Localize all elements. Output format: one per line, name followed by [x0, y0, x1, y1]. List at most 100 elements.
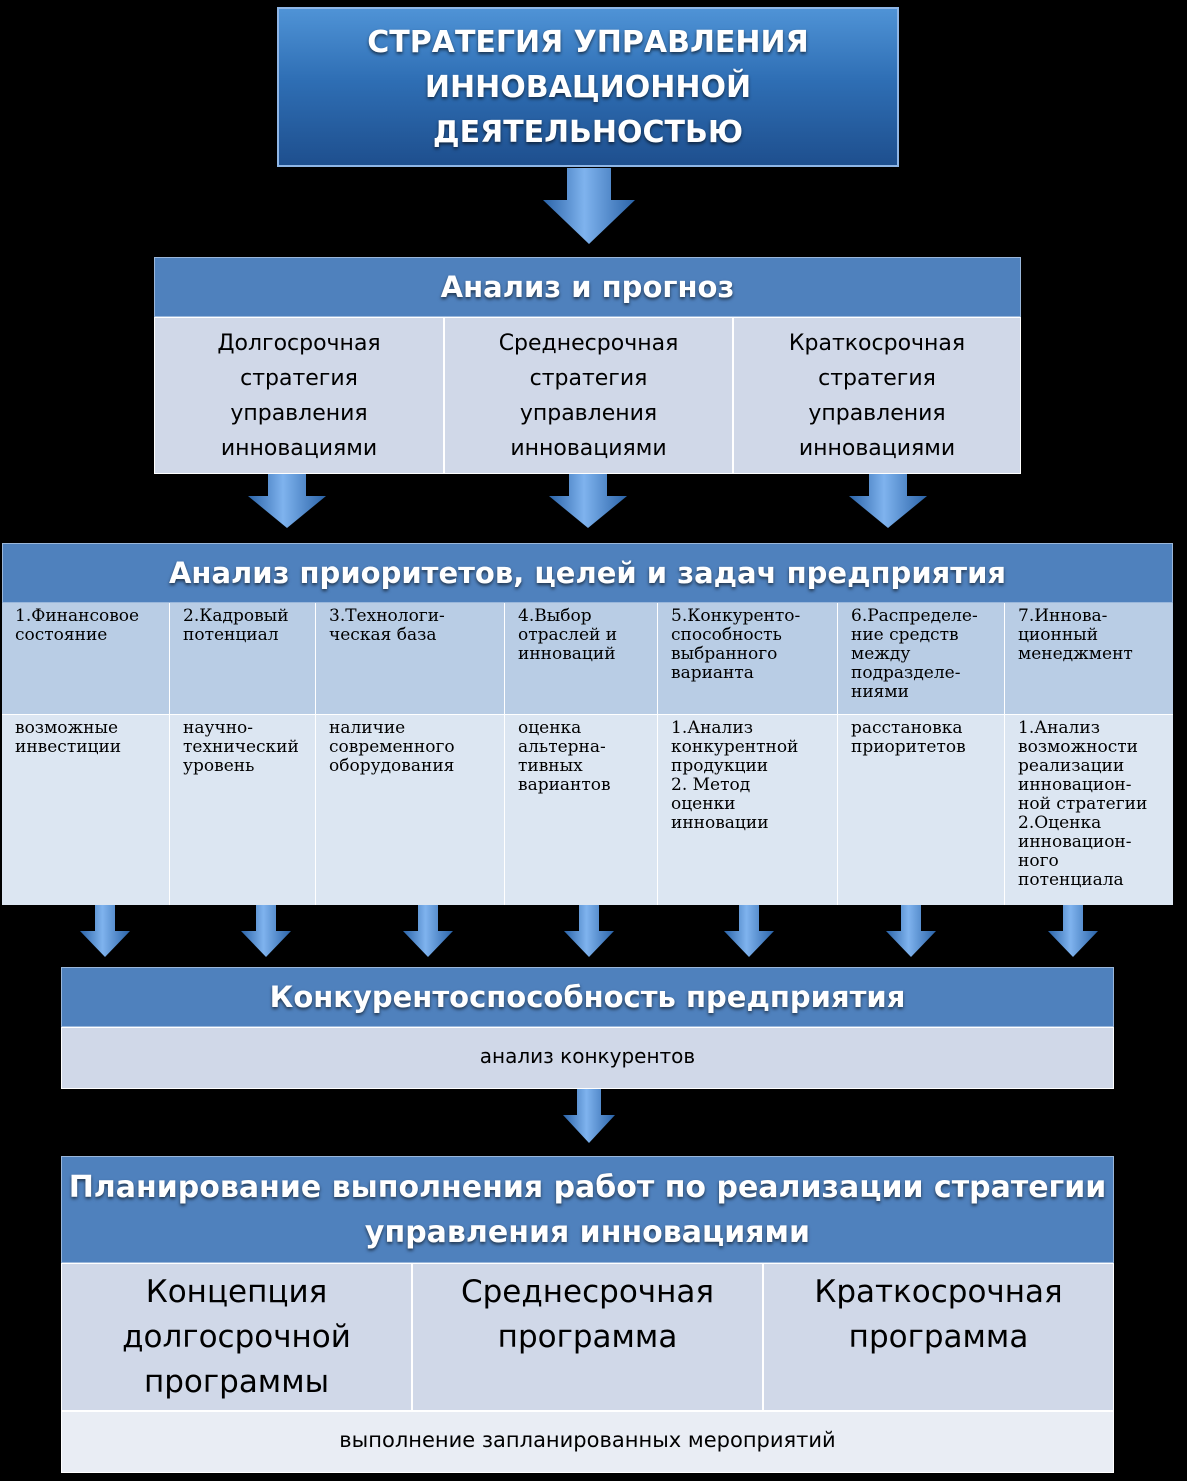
analysis-col-short-line: Краткосрочная	[788, 330, 966, 356]
strategy-title-line-2: ИННОВАЦИОННОЙ	[424, 69, 752, 105]
planning-col-long: Концепция долгосрочной программы	[61, 1263, 412, 1411]
priority-body-text: инновацион-	[1018, 775, 1132, 795]
analysis-col-mid-line: стратегия	[529, 365, 648, 391]
priority-body-7: 1.Анализ возможности реализации инноваци…	[1005, 715, 1173, 905]
priority-body-text: оценки	[671, 794, 736, 814]
priority-head-text: инноваций	[518, 644, 616, 664]
priority-body-text: научно-	[183, 718, 254, 738]
planning-col-short: Краткосрочная программа	[763, 1263, 1114, 1411]
priority-body-text: ного	[1018, 851, 1059, 871]
competitiveness-block: Конкурентоспособность предприятия анализ…	[61, 967, 1114, 1089]
planning-col-mid-line: Среднесрочная	[460, 1274, 715, 1310]
priority-body-text: возможности	[1018, 737, 1138, 757]
priority-body-text: оборудования	[329, 756, 455, 776]
priority-body-text: оценка	[518, 718, 582, 738]
planning-col-long-line: программы	[143, 1364, 330, 1400]
priority-body-text: реализации	[1018, 756, 1125, 776]
priorities-head-row: 1.Финансовое состояние 2.Кадровый потенц…	[2, 603, 1173, 715]
planning-col-mid-line: программа	[497, 1319, 678, 1355]
priority-head-text: менеджмент	[1018, 644, 1133, 664]
priority-head-text: 7.Иннова-	[1018, 606, 1108, 626]
priority-body-text: наличие	[329, 718, 406, 738]
analysis-col-long: Долгосрочная стратегия управления иннова…	[154, 317, 444, 474]
priority-body-text: возможные	[15, 718, 119, 738]
down-arrow-icon	[241, 905, 291, 957]
priority-head-6: 6.Распределе- ние средств между подразде…	[838, 603, 1005, 714]
priority-body-2: научно- технический уровень	[170, 715, 316, 905]
down-arrow-icon	[80, 905, 130, 957]
strategy-title-line-3: ДЕЯТЕЛЬНОСТЬЮ	[432, 114, 744, 150]
priority-head-text: состояние	[15, 625, 108, 645]
analysis-col-long-line: инновациями	[220, 435, 378, 461]
priority-body-text: ной стратегии	[1018, 794, 1148, 814]
analysis-col-short: Краткосрочная стратегия управления иннов…	[733, 317, 1021, 474]
priority-head-text: варианта	[671, 663, 754, 683]
priority-head-text: ционный	[1018, 625, 1099, 645]
priority-body-text: приоритетов	[851, 737, 966, 757]
analysis-col-mid: Среднесрочная стратегия управления иннов…	[444, 317, 733, 474]
priority-head-text: 5.Конкуренто-	[671, 606, 801, 626]
priority-head-text: потенциал	[183, 625, 279, 645]
priority-head-text: подразделе-	[851, 663, 961, 683]
priority-body-text: альтерна-	[518, 737, 606, 757]
analysis-col-short-line: стратегия	[818, 365, 936, 391]
priorities-header: Анализ приоритетов, целей и задач предпр…	[2, 543, 1173, 603]
planning-col-long-line: долгосрочной	[122, 1319, 351, 1355]
priority-body-text: потенциала	[1018, 870, 1124, 890]
analysis-col-mid-line: Среднесрочная	[498, 330, 679, 356]
priority-body-5: 1.Анализ конкурентной продукции 2. Метод…	[658, 715, 838, 905]
competitiveness-header: Конкурентоспособность предприятия	[61, 967, 1114, 1027]
down-arrow-icon	[886, 905, 936, 957]
analysis-col-long-line: стратегия	[240, 365, 358, 391]
planning-title-line-2: управления инновациями	[364, 1214, 811, 1250]
priorities-block: Анализ приоритетов, целей и задач предпр…	[2, 543, 1173, 905]
priority-body-text: современного	[329, 737, 455, 757]
priority-head-4: 4.Выбор отраслей и инноваций	[505, 603, 658, 714]
priority-body-4: оценка альтерна- тивных вариантов	[505, 715, 658, 905]
analysis-col-mid-line: управления	[519, 400, 658, 426]
analysis-block: Анализ и прогноз Долгосрочная стратегия …	[154, 257, 1021, 474]
priority-body-text: тивных	[518, 756, 583, 776]
planning-header: Планирование выполнения работ по реализа…	[61, 1156, 1114, 1263]
priority-body-text: расстановка	[851, 718, 963, 738]
down-arrow-icon	[564, 905, 614, 957]
priority-head-text: способность	[671, 625, 782, 645]
priority-body-text: уровень	[183, 756, 255, 776]
priority-body-text: инновации	[671, 813, 769, 833]
priority-body-text: 2. Метод	[671, 775, 751, 795]
priority-head-text: ниями	[851, 682, 909, 702]
priority-head-text: 2.Кадровый	[183, 606, 289, 626]
priority-body-text: 1.Анализ	[671, 718, 753, 738]
planning-footer: выполнение запланированных мероприятий	[61, 1411, 1114, 1473]
priority-body-3: наличие современного оборудования	[316, 715, 505, 905]
priority-body-text: инновацион-	[1018, 832, 1132, 852]
down-arrow-icon	[543, 168, 635, 244]
priority-head-text: ние средств	[851, 625, 959, 645]
down-arrow-icon	[248, 474, 326, 528]
planning-block: Планирование выполнения работ по реализа…	[61, 1156, 1114, 1473]
priority-body-text: технический	[183, 737, 299, 757]
priority-head-1: 1.Финансовое состояние	[2, 603, 170, 714]
planning-col-short-line: Краткосрочная	[814, 1274, 1063, 1310]
priority-body-text: продукции	[671, 756, 769, 776]
priority-head-text: отраслей и	[518, 625, 618, 645]
priority-head-text: выбранного	[671, 644, 778, 664]
priority-head-text: 3.Технологи-	[329, 606, 445, 626]
priority-head-text: 1.Финансовое	[15, 606, 140, 626]
priority-body-text: вариантов	[518, 775, 611, 795]
priority-head-text: 4.Выбор	[518, 606, 592, 626]
down-arrow-icon	[1048, 905, 1098, 957]
strategy-title-box: СТРАТЕГИЯ УПРАВЛЕНИЯ ИННОВАЦИОННОЙ ДЕЯТЕ…	[277, 7, 899, 167]
down-arrow-icon	[724, 905, 774, 957]
analysis-col-long-line: управления	[230, 400, 368, 426]
competitiveness-body: анализ конкурентов	[61, 1027, 1114, 1089]
priority-head-text: ческая база	[329, 625, 437, 645]
down-arrow-icon	[549, 474, 627, 528]
priority-head-3: 3.Технологи- ческая база	[316, 603, 505, 714]
priority-body-text: 1.Анализ	[1018, 718, 1100, 738]
analysis-col-short-line: инновациями	[798, 435, 956, 461]
analysis-col-short-line: управления	[808, 400, 946, 426]
priority-head-5: 5.Конкуренто- способность выбранного вар…	[658, 603, 838, 714]
priority-body-text: конкурентной	[671, 737, 799, 757]
priority-body-text: 2.Оценка	[1018, 813, 1102, 833]
